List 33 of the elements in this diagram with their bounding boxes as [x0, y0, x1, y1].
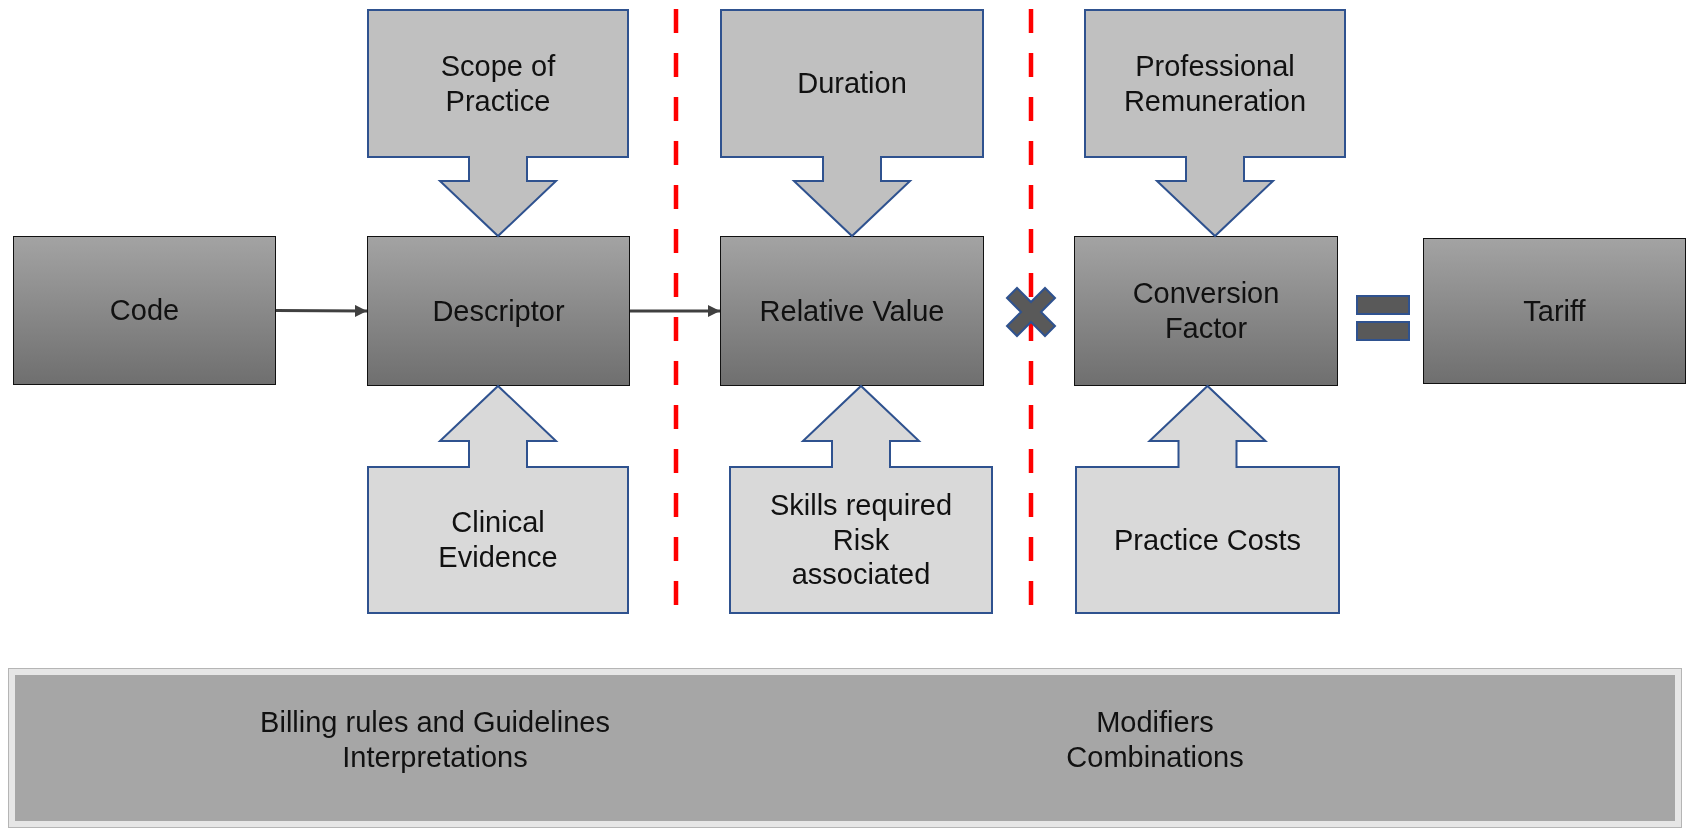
node-label: Tariff — [1523, 293, 1586, 329]
process-box — [1423, 238, 1686, 384]
block-arrow — [1147, 384, 1268, 469]
input-callout — [367, 466, 629, 614]
block-arrow — [791, 155, 913, 238]
node-label: Skills required Risk associated — [768, 487, 954, 593]
node-label: Duration — [797, 66, 907, 101]
input-callout — [1075, 466, 1340, 614]
node-label: Conversion Factor — [1131, 276, 1281, 346]
block-arrow — [800, 384, 922, 469]
process-box — [13, 236, 276, 385]
node-label: Descriptor — [432, 293, 565, 329]
node-label: Billing rules and Guidelines Interpretations — [259, 705, 611, 775]
node-label: Practice Costs — [1114, 522, 1301, 558]
input-callout — [729, 466, 993, 614]
process-box — [720, 236, 984, 386]
node-label: Professional Remuneration — [1122, 48, 1308, 119]
node-label: Relative Value — [759, 293, 945, 329]
block-arrow — [1154, 155, 1276, 238]
block-arrow — [437, 155, 559, 238]
input-callout — [720, 9, 984, 158]
process-box — [1074, 236, 1338, 386]
input-callout — [1084, 9, 1346, 158]
input-callout — [367, 9, 629, 158]
arrow — [276, 304, 367, 317]
block-arrow — [437, 384, 559, 469]
node-label: Modifiers Combinations — [1065, 705, 1245, 775]
process-box — [367, 236, 630, 386]
node-label: Code — [109, 293, 180, 328]
node-label: Scope of Practice — [439, 48, 557, 119]
rules-band — [9, 669, 1681, 827]
arrow — [630, 305, 720, 317]
node-label: Clinical Evidence — [437, 505, 559, 575]
